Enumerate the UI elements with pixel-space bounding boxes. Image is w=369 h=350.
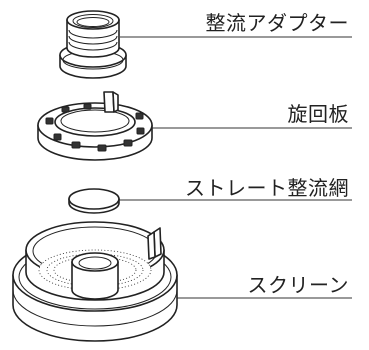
adapter-label: 整流アダプター: [205, 11, 349, 35]
straight-flow-mesh-part: [68, 188, 120, 214]
straight-flow-mesh-label: ストレート整流網: [185, 176, 349, 200]
screen-label: スクリーン: [247, 273, 349, 297]
adapter-part: [59, 10, 127, 79]
rotating-plate-part: [37, 91, 153, 161]
rotating-plate-label: 旋回板: [287, 102, 349, 126]
screen-part: [12, 221, 178, 342]
